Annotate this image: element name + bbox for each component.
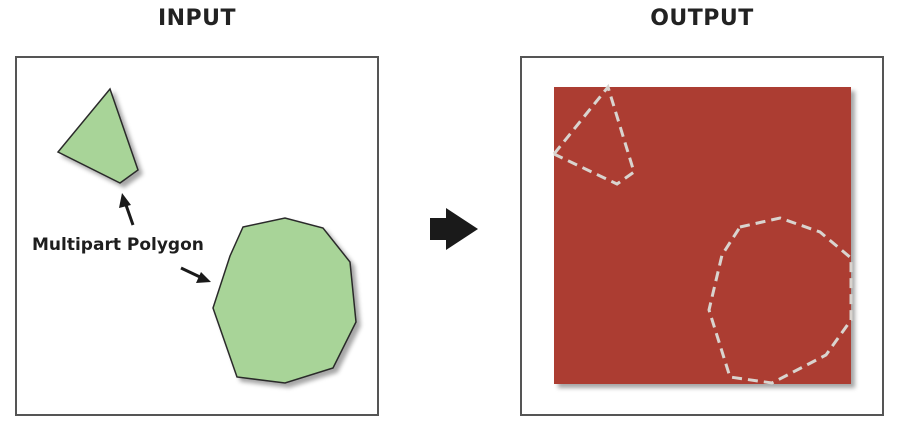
polygon-part-octagon	[212, 217, 357, 384]
process-arrow-icon	[430, 208, 478, 250]
callout-arrow-up	[119, 193, 135, 226]
original-outline-octagon	[707, 216, 853, 385]
output-polygon	[554, 87, 851, 384]
multipart-polygon-label: Multipart Polygon	[32, 235, 204, 255]
input-title: INPUT	[157, 6, 237, 31]
output-title: OUTPUT	[650, 6, 754, 31]
polygon-part-triangle	[56, 87, 139, 184]
original-outline-triangle	[552, 83, 636, 186]
callout-arrow-right	[180, 266, 211, 283]
